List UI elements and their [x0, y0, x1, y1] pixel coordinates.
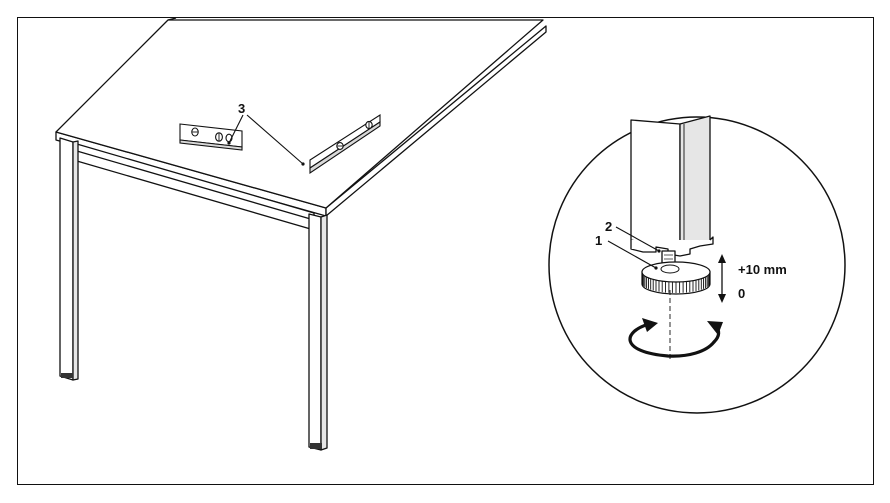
adjustment-max-label: +10 mm	[738, 262, 787, 277]
table	[55, 18, 547, 451]
callout-1-label: 1	[595, 233, 602, 248]
detail-view: +10 mm 0 2 1	[548, 115, 846, 414]
spirit-level-side	[309, 113, 381, 175]
table-leveling-diagram: 3	[55, 18, 846, 451]
table-apron-line	[69, 148, 315, 221]
detail-leg-front	[630, 119, 681, 251]
height-adjust-arrow	[718, 254, 726, 303]
callout-3-label: 3	[238, 101, 245, 116]
callout-2-label: 2	[605, 219, 612, 234]
table-top-surface	[55, 19, 544, 209]
rotation-arrows	[628, 318, 723, 358]
table-leg-left-front-side	[72, 140, 79, 381]
table-leg-right-front-side	[320, 214, 328, 451]
illustration-frame: 3	[17, 17, 874, 485]
table-top-corner-line	[167, 18, 177, 21]
table-top-side	[325, 25, 547, 217]
rotation-arrow-left	[628, 322, 716, 358]
callout-3-leaders	[227, 114, 305, 166]
callout-leaders-detail	[607, 226, 661, 270]
detail-leg-side	[679, 115, 711, 251]
table-leg-right-front-foot	[310, 443, 322, 449]
table-leg-left-front-foot	[61, 373, 73, 378]
leveling-glide	[641, 261, 711, 295]
table-leg-left-front	[59, 137, 74, 381]
table-leg-right-front	[308, 213, 322, 451]
detail-leg	[630, 115, 714, 268]
adjustment-min-label: 0	[738, 286, 745, 301]
